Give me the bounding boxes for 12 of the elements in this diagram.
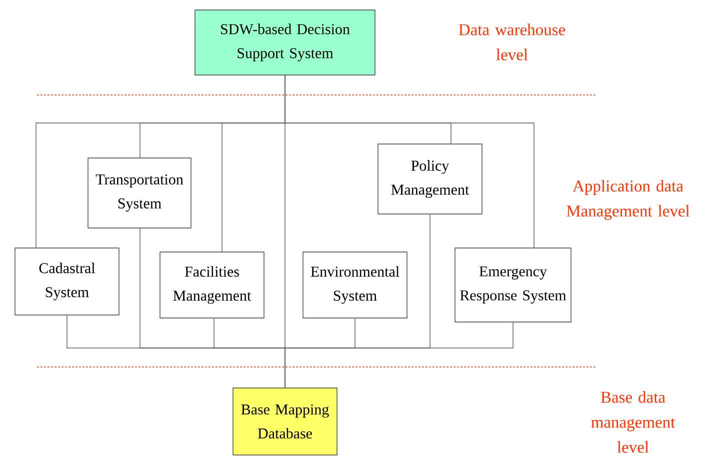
connector-line xyxy=(284,322,514,388)
system-box: Emergency Response System xyxy=(454,248,572,322)
system-box: Policy Management xyxy=(378,144,482,214)
database-box: Base Mapping Database xyxy=(232,388,338,456)
system-box: Transportation System xyxy=(88,158,192,228)
level-label: Application data Management level xyxy=(566,180,690,220)
system-box: Cadastral System xyxy=(14,248,120,316)
decision-support-box: SDW-based Decision Support System xyxy=(194,10,376,76)
level-label: Data warehouse level xyxy=(458,24,566,60)
level-label: Base data management level xyxy=(591,391,676,453)
system-box: Facilities Management xyxy=(160,252,264,318)
system-box: Environmental System xyxy=(302,252,408,318)
